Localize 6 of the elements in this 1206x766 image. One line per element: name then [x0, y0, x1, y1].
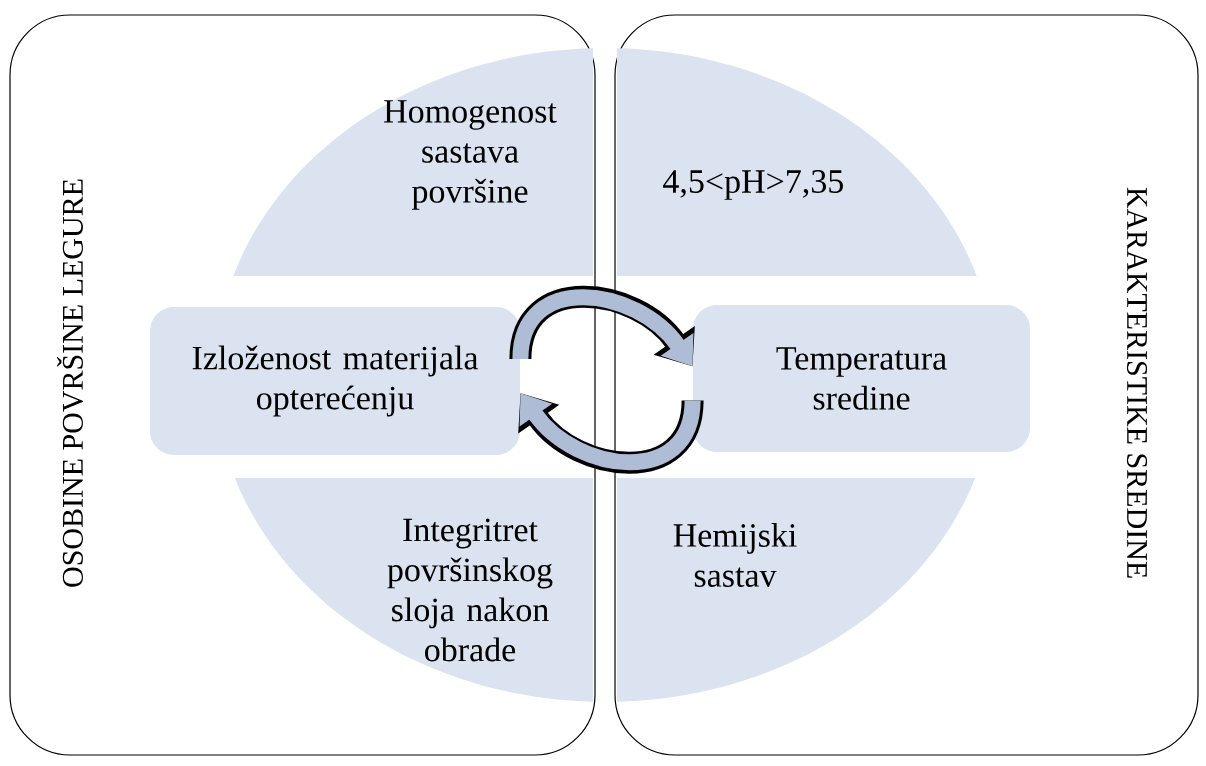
quadrant: Integritret površinskog sloja nakon obrade — [234, 478, 593, 702]
quadrant: Homogenost sastava površine — [233, 48, 593, 276]
rounded-box: Izloženost materijala opterećenju — [150, 307, 520, 455]
rounded-box: Temperatura sredine — [693, 305, 1030, 452]
quadrant: 4,5<pH>7,35 — [617, 48, 977, 276]
quadrant: Hemijski sastav — [617, 478, 976, 702]
